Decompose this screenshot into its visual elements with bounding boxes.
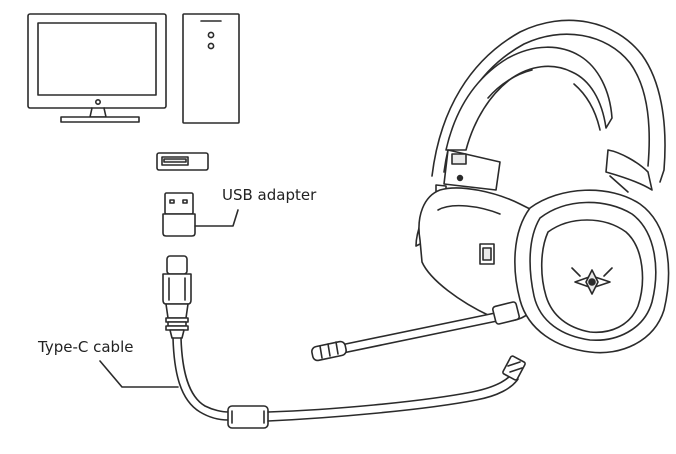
type-c-cable-label: Type-C cable (38, 338, 134, 356)
usb-adapter-icon (162, 192, 196, 237)
usb-adapter-label: USB adapter (222, 186, 317, 204)
type-c-plug-icon (162, 255, 192, 339)
cable (172, 337, 526, 429)
usb-adapter-leader (194, 209, 239, 227)
pc-tower-icon (182, 13, 240, 124)
microphone-boom (311, 301, 520, 362)
type-c-leader (99, 360, 179, 388)
usb-port-icon (156, 152, 209, 171)
headset-icon (311, 19, 670, 362)
monitor-icon (27, 13, 167, 123)
